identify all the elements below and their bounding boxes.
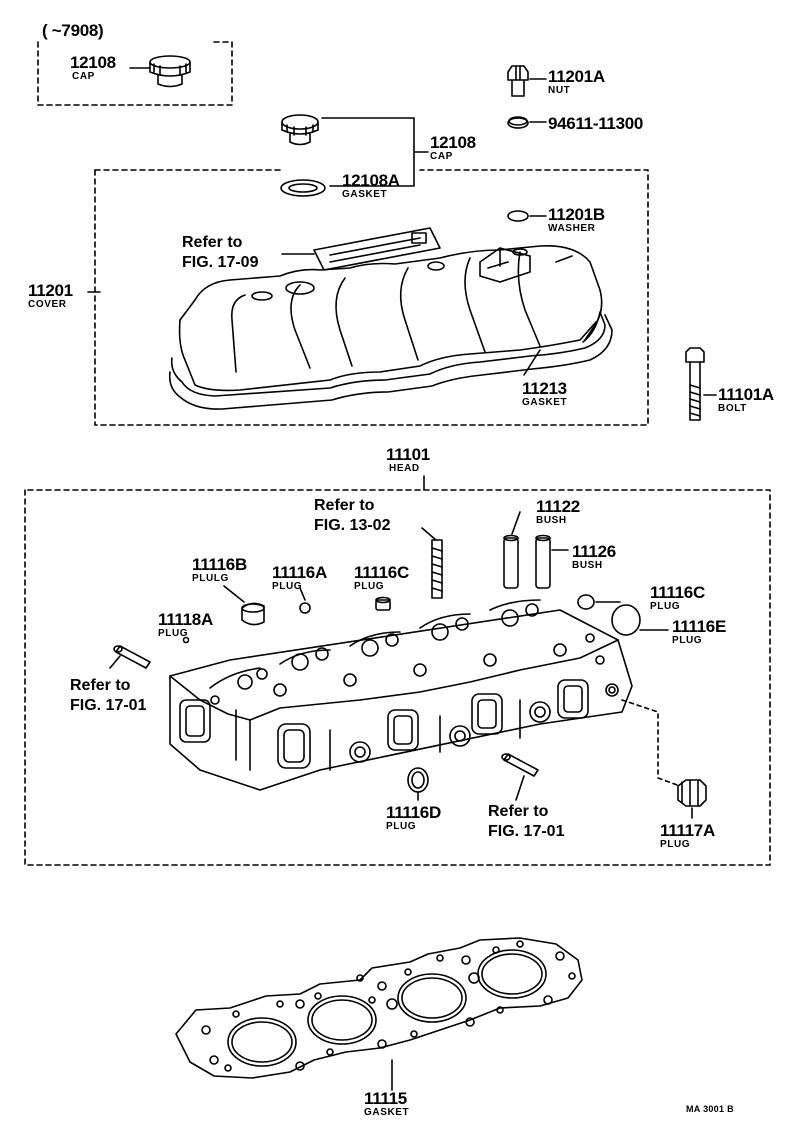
- ref-fig-17-01-bottom: Refer to FIG. 17-01: [488, 803, 565, 840]
- part-name: PLUG: [158, 628, 189, 639]
- plug-11116a-part: [299, 602, 311, 614]
- head-dashed-box: [24, 489, 771, 866]
- part-number: 11116B: [192, 555, 247, 574]
- label-plug-11116b: 11116B PLULG: [192, 556, 247, 584]
- label-cap: 12108 CAP: [430, 134, 476, 162]
- part-number: 11116A: [272, 563, 327, 582]
- part-number: 11201: [28, 281, 73, 300]
- cylinder-head-body: [169, 599, 633, 791]
- dowel-pin-left: [113, 645, 151, 669]
- part-number: 11116E: [672, 617, 726, 636]
- part-name: PLUG: [386, 821, 417, 832]
- part-number: 11117A: [660, 821, 715, 840]
- stud-part: [431, 539, 443, 599]
- bolt-part: [685, 347, 705, 421]
- washer-part: [507, 210, 529, 222]
- plug-11118a-part: [182, 636, 190, 644]
- part-name: BUSH: [536, 515, 567, 526]
- plug-11116c-part: [375, 596, 391, 611]
- part-name: NUT: [548, 85, 571, 96]
- part-number: 11213: [522, 379, 567, 398]
- cover-dashed-box: [94, 169, 649, 426]
- part-number: 11122: [536, 497, 580, 516]
- part-name: PLUG: [272, 581, 303, 592]
- label-head-gasket: 11115 GASKET: [364, 1090, 409, 1118]
- part-name: CAP: [72, 71, 95, 82]
- label-plug-11116c: 11116C PLUG: [354, 564, 409, 592]
- ref-fig-17-01-left: Refer to FIG. 17-01: [70, 677, 147, 714]
- dowel-pin-bottom: [501, 753, 539, 777]
- ref-fig-17-09: Refer to FIG. 17-09: [182, 234, 259, 271]
- label-plug-11116a: 11116A PLUG: [272, 564, 327, 592]
- part-number: 11201A: [548, 67, 605, 86]
- plug-11117a-part: [677, 779, 707, 807]
- ref-fig-13-02: Refer to FIG. 13-02: [314, 497, 391, 534]
- label-cap-gasket: 12108A GASKET: [342, 172, 400, 200]
- cover-gasket: [168, 311, 613, 410]
- part-name: PLUG: [650, 601, 681, 612]
- label-cover: 11201 COVER: [28, 282, 73, 310]
- label-nut: 11201A NUT: [548, 68, 605, 96]
- plug-11116c-right-part: [577, 594, 595, 610]
- part-number: 11126: [572, 542, 616, 561]
- label-plug-11116d: 11116D PLUG: [386, 804, 441, 832]
- part-number: 11101: [386, 445, 430, 464]
- head-gasket: [175, 937, 583, 1079]
- label-plug-11116c-right: 11116C PLUG: [650, 584, 705, 612]
- part-name: PLUG: [672, 635, 703, 646]
- part-name: CAP: [430, 151, 453, 162]
- part-name: PLULG: [192, 573, 229, 584]
- cover-label-plate: [313, 227, 441, 271]
- part-name: PLUG: [354, 581, 385, 592]
- part-number: 12108: [70, 53, 116, 72]
- part-name: GASKET: [522, 397, 568, 408]
- label-bush-11126: 11126 BUSH: [572, 543, 616, 571]
- label-plug-11117a: 11117A PLUG: [660, 822, 715, 850]
- cap-old-bracket: [37, 41, 233, 106]
- plug-11116d-part: [407, 767, 429, 793]
- cap-gasket-part: [280, 179, 326, 197]
- label-head: 11101 HEAD: [386, 446, 430, 474]
- nut-part: [507, 65, 529, 97]
- part-number: 11116D: [386, 803, 441, 822]
- bush-11126-part: [535, 534, 551, 589]
- cap-part: [281, 114, 319, 146]
- plug-11116e-part: [611, 604, 641, 636]
- label-cap-old: 12108 CAP: [70, 54, 116, 82]
- label-washer: 11201B WASHER: [548, 206, 605, 234]
- part-name: WASHER: [548, 223, 596, 234]
- part-number: 11118A: [158, 610, 213, 629]
- part-number: 11116C: [650, 583, 705, 602]
- label-plug-11118a: 11118A PLUG: [158, 611, 213, 639]
- part-name: GASKET: [364, 1107, 410, 1118]
- label-bush-11122: 11122 BUSH: [536, 498, 580, 526]
- drawing-code: MA 3001 B: [686, 1104, 734, 1114]
- part-number: 11101A: [718, 385, 774, 404]
- part-name: COVER: [28, 299, 67, 310]
- bush-11122-part: [503, 534, 519, 589]
- cap-old-part: [149, 55, 191, 88]
- part-name: PLUG: [660, 839, 691, 850]
- part-number: 12108: [430, 133, 476, 152]
- part-name: GASKET: [342, 189, 388, 200]
- part-name: HEAD: [389, 463, 420, 474]
- part-number: 94611-11300: [548, 114, 644, 133]
- label-cover-gasket: 11213 GASKET: [522, 380, 567, 408]
- nut-washer-part: [507, 116, 529, 129]
- part-name: BUSH: [572, 560, 603, 571]
- part-number: 11115: [364, 1089, 407, 1108]
- cover-body: [178, 245, 603, 392]
- label-bolt: 11101A BOLT: [718, 386, 774, 414]
- part-name: BOLT: [718, 403, 747, 414]
- label-nut-washer: 94611-11300: [548, 115, 643, 132]
- part-number: 11116C: [354, 563, 409, 582]
- part-number: 11201B: [548, 205, 605, 224]
- header-note: ( ~7908): [42, 21, 104, 40]
- plug-11116b-part: [241, 602, 265, 626]
- part-number: 12108A: [342, 171, 400, 190]
- label-plug-11116e: 11116E PLUG: [672, 618, 726, 646]
